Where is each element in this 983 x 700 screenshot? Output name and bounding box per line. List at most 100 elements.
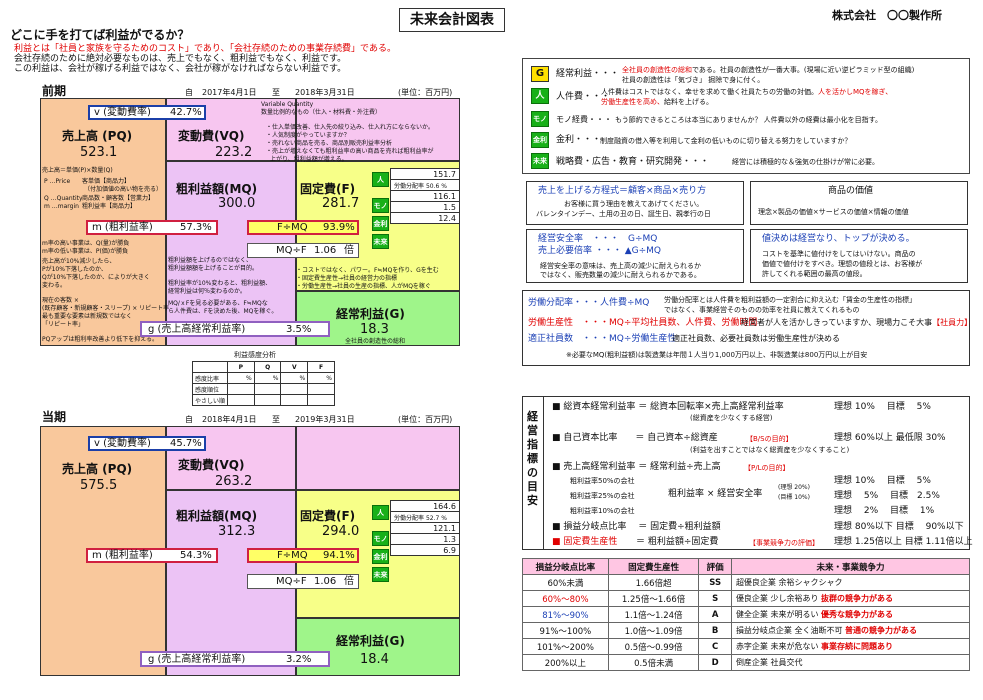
- required-ratio-formula: 売上必要倍率 ・・・ ▲G÷MQ: [538, 246, 662, 256]
- fmq-label: F÷MQ: [277, 550, 308, 561]
- v-label: v (変動費率): [94, 107, 151, 118]
- table-cell: 1.1倍〜1.24倍: [607, 606, 700, 623]
- f-mq-box: F÷MQ 93.9%: [247, 220, 359, 235]
- g-label: g (売上高経常利益率): [148, 324, 246, 335]
- table-cell: 1.25倍〜1.66倍: [607, 590, 700, 607]
- interest-button[interactable]: 金利: [372, 549, 389, 564]
- indicator-note: (総資産を少なくする経営): [690, 414, 773, 422]
- row-label: 感度比率: [191, 372, 229, 384]
- table-header: 固定費生産性: [607, 558, 700, 575]
- g-title: 経常利益・・・: [556, 69, 620, 79]
- safety-rate-box: [526, 229, 744, 283]
- rank-highlight: 普通の競争力がある: [845, 626, 918, 635]
- cell[interactable]: [307, 383, 335, 395]
- cell[interactable]: [307, 394, 335, 406]
- table-cell: 200%以上: [522, 654, 609, 671]
- col-p: P: [227, 361, 255, 373]
- table-cell: 健全企業 未来が明るい 優秀な競争力がある: [730, 606, 971, 623]
- note: 粗利益率【商品力】: [82, 203, 137, 210]
- indicator-tag: 【事業競争力の評価】: [749, 539, 819, 547]
- future-button[interactable]: 未来: [372, 567, 389, 582]
- person-cost-button[interactable]: 人: [372, 505, 389, 520]
- indicator-target: 理想 5% 目標 2.5%: [834, 491, 940, 501]
- percent-cell[interactable]: %: [253, 372, 282, 384]
- cell[interactable]: [280, 383, 309, 395]
- person-cost-button[interactable]: 人: [372, 172, 389, 187]
- goods-cost-button[interactable]: モノ: [372, 198, 389, 213]
- mq-label: 粗利益額(MQ): [176, 509, 258, 523]
- indicator-case: 粗利益率25%の会社: [570, 492, 635, 500]
- g-value: 3.5%: [286, 324, 312, 335]
- m-label: m (粗利益率): [92, 550, 153, 561]
- mqf-label: MQ÷F: [276, 245, 307, 256]
- v-value: 45.7%: [170, 438, 202, 449]
- percent-cell[interactable]: %: [227, 372, 255, 384]
- table-cell: SS: [698, 574, 732, 591]
- percent-cell[interactable]: %: [280, 372, 309, 384]
- note: 現在の客数 ×: [42, 297, 79, 304]
- interest-title: 金利・・・: [556, 135, 602, 145]
- table-cell: 1.66倍超: [607, 574, 700, 591]
- labor-share-label: 労働分配率: [394, 514, 425, 522]
- labor-note: 経営者が人を活かしきっていますか、現場力こそ大事: [741, 318, 933, 327]
- goods-desc: もう節約できるところは本当にありませんか？ 人件費以外の経費は最小化を目指す。: [615, 116, 882, 124]
- goods-cost-button[interactable]: モノ: [531, 111, 549, 127]
- percent-cell[interactable]: %: [307, 372, 335, 384]
- cell[interactable]: [227, 383, 255, 395]
- vq-value: 263.2: [215, 474, 253, 489]
- vq-value: 223.2: [215, 145, 253, 160]
- from-date: 2017年4月1日: [202, 88, 257, 97]
- rank-desc: 優良企業 少し余裕あり: [735, 594, 822, 603]
- col-f: F: [307, 361, 335, 373]
- interest-button[interactable]: 金利: [531, 132, 549, 148]
- person-desc-highlight: 人を活かしMQを稼ぎ、: [818, 88, 893, 96]
- profit-value: 18.4: [360, 652, 389, 667]
- future-button[interactable]: 未来: [531, 153, 549, 169]
- v-value: 42.7%: [170, 107, 202, 118]
- margin-rate-box: m (粗利益率) 54.3%: [86, 548, 218, 563]
- person-cost-value: 164.6: [390, 500, 460, 512]
- percent-sign: %: [441, 182, 447, 190]
- table-cell: S: [698, 590, 732, 607]
- labor-note: 労働分配率とは人件費を粗利益額の一定割合に抑え込む「賃金の生産性の指標」: [664, 296, 916, 304]
- pricing-note: コストを基準に値付けをしてはいけない。商品の: [762, 250, 916, 258]
- fixed-cost-label: 固定費(F): [300, 509, 356, 523]
- fixed-cost-value: 281.7: [322, 196, 360, 211]
- fixed-cost-value: 294.0: [322, 524, 360, 539]
- person-cost-button[interactable]: 人: [531, 88, 549, 104]
- indicator-case: 粗利益率10%の会社: [570, 507, 635, 515]
- g-value: 3.2%: [286, 654, 312, 665]
- cell[interactable]: [280, 394, 309, 406]
- note: PQアップは粗利率改善より低下を抑える。: [42, 336, 159, 343]
- from-label: 自: [185, 415, 193, 424]
- note: 売上高＝単価(P)×数量(Q): [42, 167, 113, 174]
- fmq-label: F÷MQ: [277, 222, 308, 233]
- safety-note: 経営安全率の意味は、売上高の減少に耐えられるか: [540, 262, 701, 270]
- future-button[interactable]: 未来: [372, 234, 389, 249]
- rank-highlight: 優秀な競争力がある: [821, 610, 894, 619]
- rank-desc: 倒産企業 社員交代: [735, 658, 803, 667]
- note: 粗利益額額を上げることが目的。: [168, 265, 259, 272]
- col-v: V: [280, 361, 309, 373]
- table-cell: 0.5倍〜0.99倍: [607, 638, 700, 655]
- interest-button[interactable]: 金利: [372, 216, 389, 231]
- mq-f-box: MQ÷F 1.06 倍: [247, 243, 359, 258]
- note: ・仕入単価改善、仕入先の絞り込み、仕入れ方にならないか。: [266, 124, 434, 131]
- vq-notes-block: [296, 426, 460, 490]
- cell[interactable]: [253, 394, 282, 406]
- goods-cost-button[interactable]: モノ: [372, 531, 389, 546]
- sales-label: 売上高 (PQ): [62, 462, 133, 476]
- indicator-title: 経営指標の目安: [527, 410, 538, 507]
- rank-desc: 健全企業 未来が明るい: [735, 610, 822, 619]
- cell[interactable]: [227, 394, 255, 406]
- mqf-value: 1.06: [314, 576, 337, 587]
- cell[interactable]: [253, 383, 282, 395]
- sales-equation-box: [526, 181, 744, 225]
- table-cell: 損益分岐点企業 全く油断不可 普通の競争力がある: [730, 622, 971, 639]
- unit-label: (単位：百万円): [398, 415, 453, 424]
- value-title: 商品の価値: [828, 186, 874, 196]
- note: ら人件費は、Fを決めた後、MQを稼ぐ。: [168, 308, 278, 315]
- from-date: 2018年4月1日: [202, 415, 257, 424]
- fixed-cost-label: 固定費(F): [300, 182, 356, 196]
